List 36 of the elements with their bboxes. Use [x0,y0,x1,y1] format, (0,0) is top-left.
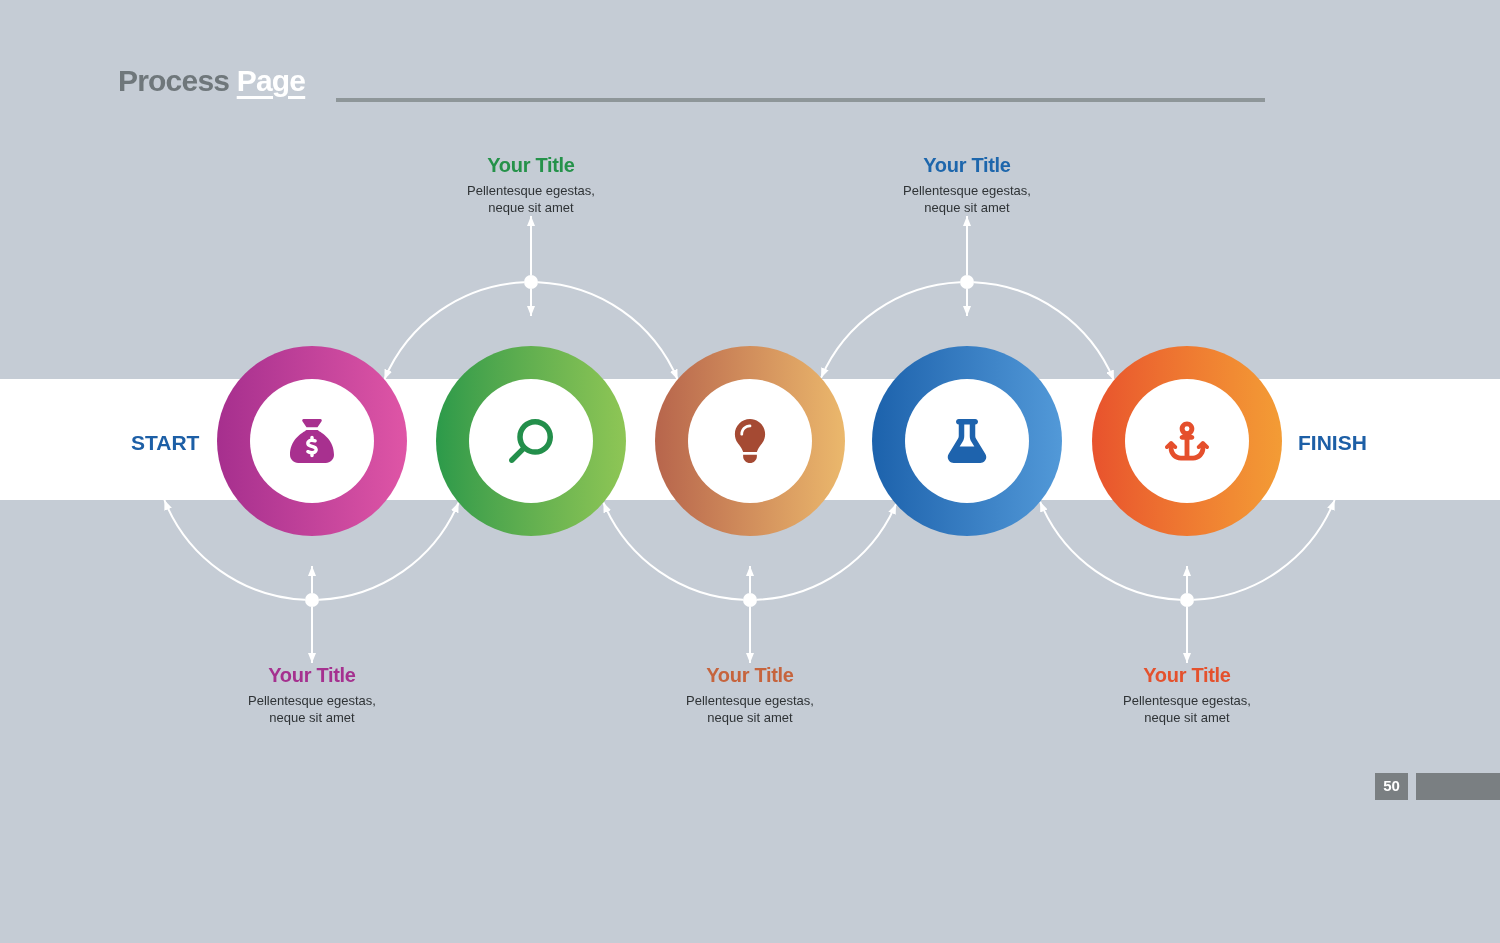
arrow [308,606,316,664]
curved-arrow [602,501,744,601]
arrow [963,215,971,276]
arrow [527,215,535,276]
curved-arrow [1193,499,1336,601]
callout-title: Your Title [268,663,356,687]
band-segment [0,379,217,500]
arrow [963,288,971,317]
callout-text: Pellentesque egestas, neque sit amet [685,692,815,726]
start-label: START [131,430,200,456]
band-segment [1282,379,1500,500]
finish-label: FINISH [1298,430,1367,456]
curved-arrow [820,281,961,379]
callout-title: Your Title [1143,663,1231,687]
curved-arrow [318,501,460,601]
page-number: 50 [1375,773,1408,800]
curved-arrow [383,281,525,381]
callout-title: Your Title [923,153,1011,177]
arrow [746,565,754,594]
callout-title: Your Title [706,663,794,687]
callout-text: Pellentesque egestas, neque sit amet [902,182,1032,216]
arrow [746,606,754,664]
arrow [527,288,535,317]
curved-arrow [1039,500,1181,601]
page-title: Process Page [118,63,306,99]
curved-arrow [537,281,679,381]
callout-title: Your Title [487,153,575,177]
callout-text: Pellentesque egestas, neque sit amet [466,182,596,216]
arrow [1183,606,1191,664]
arrow [1183,565,1191,594]
curved-arrow [756,503,897,601]
curved-arrow [973,281,1115,382]
callout-text: Pellentesque egestas, neque sit amet [247,692,377,726]
curved-arrow [163,499,306,601]
arrow [308,565,316,594]
callout-text: Pellentesque egestas, neque sit amet [1122,692,1252,726]
